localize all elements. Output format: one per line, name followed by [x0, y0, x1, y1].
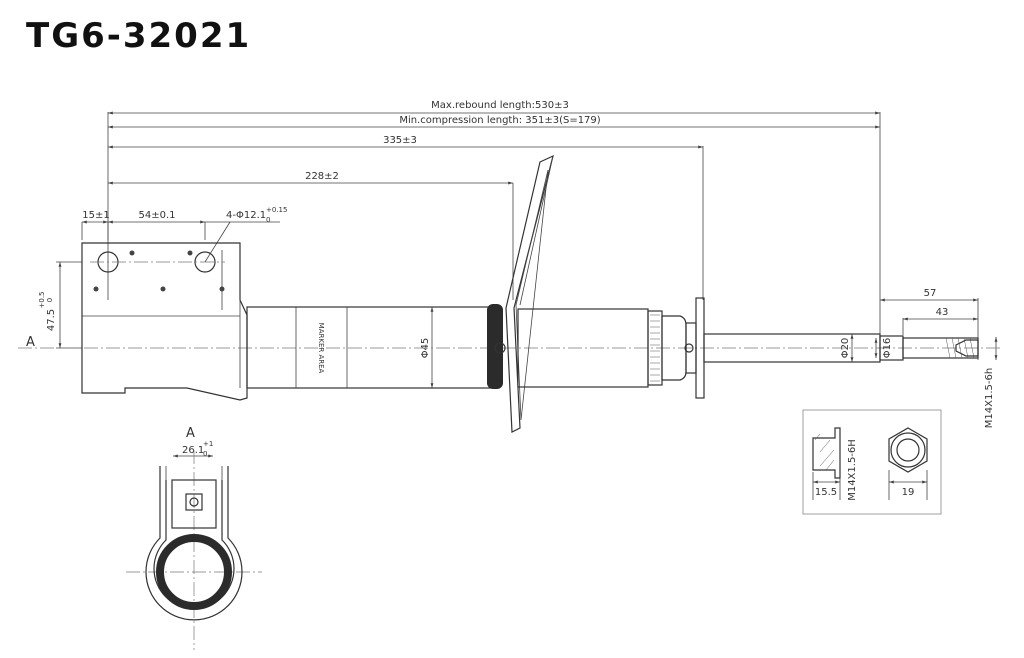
dim-holes-tol-lower: 0 [266, 216, 270, 224]
section-tol-lower: 0 [203, 450, 207, 458]
dim-47-tol-upper: +0.5 [38, 292, 46, 309]
section-a-view: A 26.1 +1 0 [126, 426, 262, 650]
section-width: 26.1 [182, 445, 204, 456]
min-compression-length: Min.compression length: 351±3(S=179) [399, 115, 600, 126]
nut-thread-spec: M14X1.5-6H [847, 439, 858, 501]
dimension-lines [56, 111, 998, 388]
max-rebound-length: Max.rebound length:530±3 [431, 100, 569, 111]
part-number-title: TG6-32021 [26, 16, 252, 56]
mounting-bracket [81, 242, 248, 401]
dim-holes: 4-Φ12.1 [226, 210, 266, 221]
dim-holes-tol-upper: +0.15 [266, 206, 287, 214]
spring-seat-plate [505, 154, 554, 433]
nut-hexagon [888, 427, 928, 473]
marker-area-label: MARKER AREA [317, 323, 325, 374]
nut-width: 19 [902, 487, 915, 498]
section-cylinder-ring [156, 534, 232, 610]
section-tol-upper: +1 [203, 440, 213, 448]
shock-cylinder [246, 306, 491, 389]
shock-absorber-body: MARKER AREA [18, 154, 1000, 433]
dim-43: 43 [936, 307, 949, 318]
section-a-label: A [186, 426, 195, 441]
dim-47-tol-lower: 0 [46, 298, 54, 302]
dim-47-5: 47.5 [46, 309, 57, 331]
dim-335: 335±3 [383, 135, 417, 146]
dim-228: 228±2 [305, 171, 339, 182]
view-a-label: A [26, 335, 35, 350]
dim-54: 54±0.1 [138, 210, 175, 221]
nut-height: 15.5 [815, 487, 837, 498]
dim-15: 15±1 [82, 210, 109, 221]
dim-57: 57 [924, 288, 937, 299]
rod-thread-spec: M14X1.5-6h [984, 368, 995, 428]
nut-detail: 15.5 M14X1.5-6H 19 [802, 409, 942, 515]
